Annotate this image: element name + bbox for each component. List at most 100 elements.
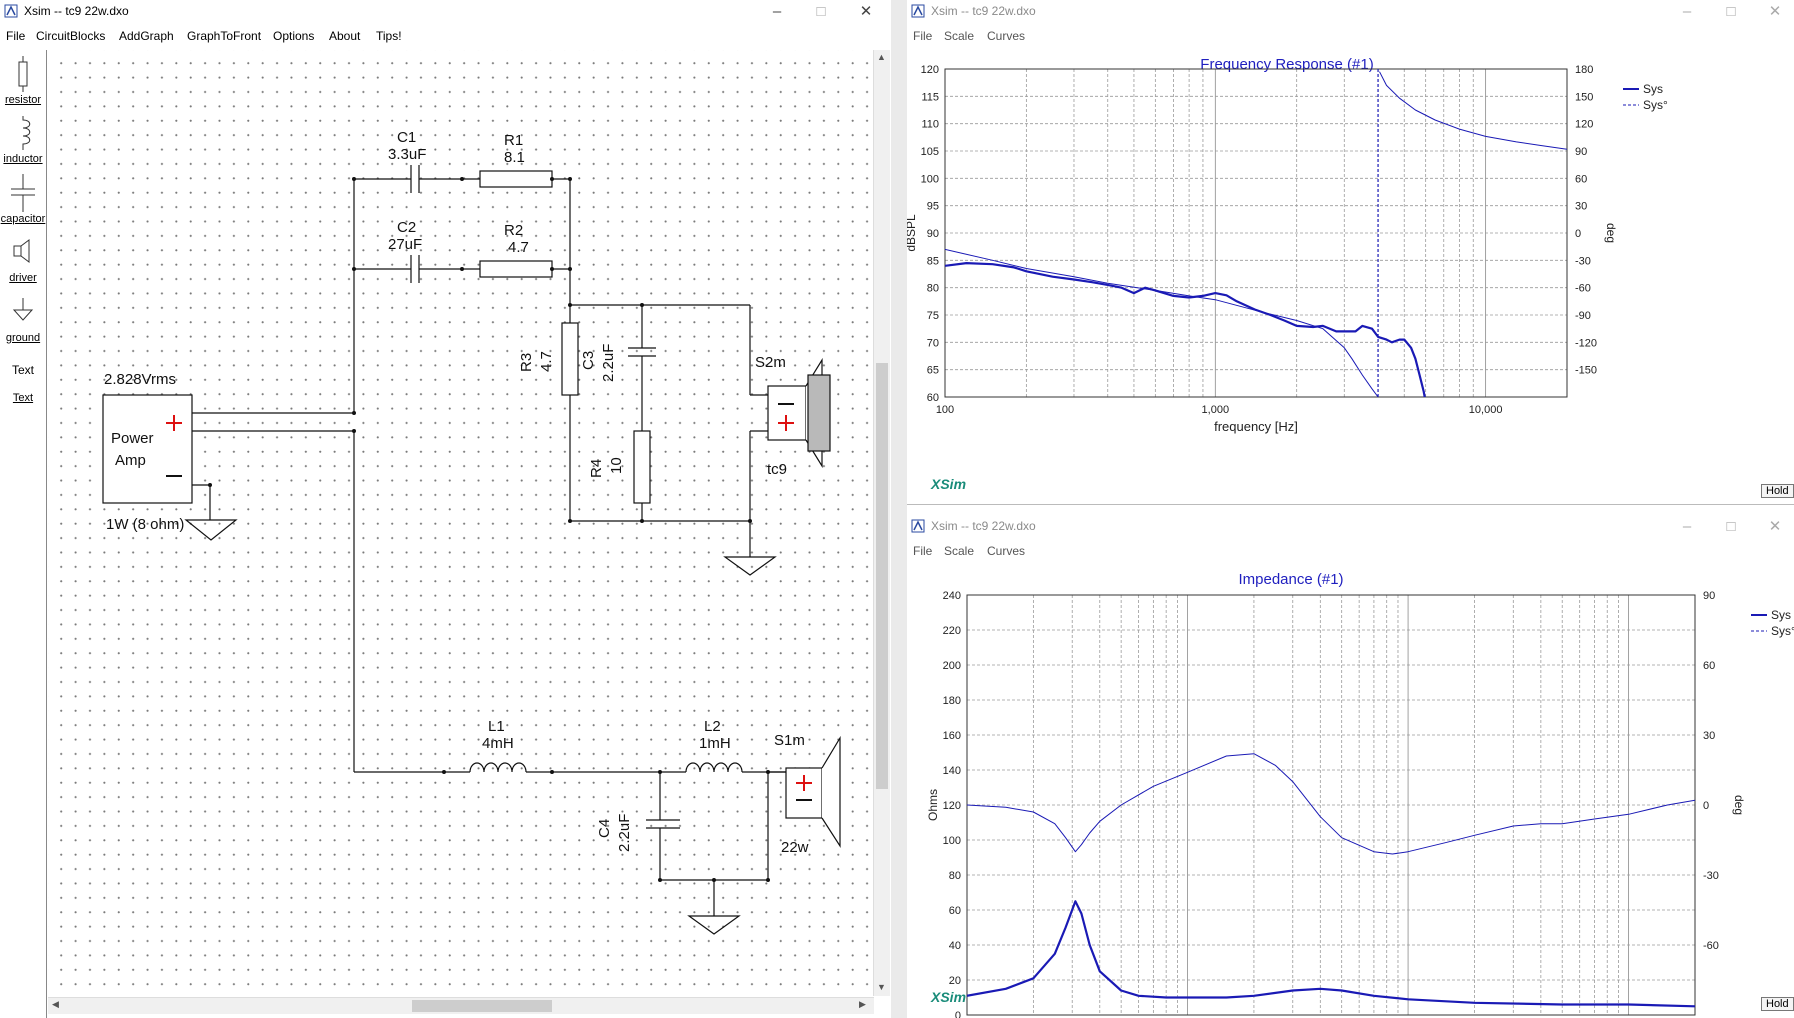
window-title: Xsim -- tc9 22w.dxo (931, 519, 1036, 533)
ground-symbol (723, 556, 777, 576)
frequency-response-chart[interactable]: 6065707580859095100105110115120-150-120-… (907, 46, 1794, 504)
window-gap (891, 0, 907, 1018)
y-tick-label: 200 (943, 660, 961, 672)
minimize-icon[interactable]: – (1682, 3, 1692, 20)
freq-titlebar[interactable]: Xsim -- tc9 22w.dxo – □ ✕ (907, 0, 1794, 24)
ground-symbol (687, 915, 741, 935)
scroll-down-icon[interactable]: ▼ (877, 982, 886, 992)
scroll-left-icon[interactable]: ◀ (52, 999, 59, 1009)
menu-scale[interactable]: Scale (944, 544, 975, 558)
xsim-logo: XSim (931, 476, 967, 492)
ground-symbol (184, 519, 238, 541)
app-logo-icon (911, 519, 925, 533)
x-axis-label: frequency [Hz] (1214, 419, 1298, 434)
hold-button[interactable]: Hold (1761, 997, 1794, 1011)
vertical-scrollbar[interactable]: ▲ ▼ (873, 50, 890, 996)
y2-tick-label: 30 (1703, 730, 1715, 742)
scroll-right-icon[interactable]: ▶ (859, 999, 866, 1009)
capacitor-icon (11, 174, 35, 212)
tool-label: ground (5, 332, 41, 344)
tool-label: resistor (4, 94, 42, 106)
y-tick-label: 120 (921, 64, 939, 76)
menu-file[interactable]: File (913, 544, 933, 558)
minimize-icon[interactable]: – (772, 3, 782, 20)
inductor-icon (22, 116, 31, 150)
menu-scale[interactable]: Scale (944, 29, 975, 43)
c4-value: 2.2uF (616, 814, 633, 852)
menu-options[interactable]: Options (273, 29, 315, 43)
scroll-up-icon[interactable]: ▲ (877, 52, 886, 62)
close-icon[interactable]: ✕ (859, 3, 873, 20)
x-tick-label: 1,000 (1202, 404, 1230, 416)
c2-value: 27uF (388, 236, 422, 253)
minus-marker (166, 403, 812, 801)
component-toolbox: resistor inductor capacitor driver groun… (0, 50, 47, 1018)
c3-value: 2.2uF (600, 344, 617, 382)
y-tick-label: 40 (949, 940, 961, 952)
y-tick-label: 100 (921, 173, 939, 185)
y-tick-label: 85 (927, 255, 939, 267)
schematic-canvas[interactable]: 2.828Vrms Power Amp 1W (8 ohm) C1 3.3uF … (48, 50, 872, 992)
plus-marker (166, 415, 812, 791)
hold-button[interactable]: Hold (1761, 484, 1794, 498)
r4-name: R4 (588, 459, 605, 478)
vertical-scroll-thumb[interactable] (876, 363, 888, 789)
y2-tick-label: 0 (1703, 800, 1709, 812)
menu-file[interactable]: File (913, 29, 933, 43)
horizontal-scroll-thumb[interactable] (412, 1000, 552, 1012)
horizontal-scrollbar[interactable]: ◀ ▶ (48, 997, 874, 1014)
c2-name: C2 (397, 219, 416, 236)
y-axis-label: dBSPL (907, 214, 918, 252)
y2-tick-label: -30 (1575, 255, 1591, 267)
c4-name: C4 (596, 819, 613, 838)
y-tick-label: 60 (949, 905, 961, 917)
plot-frame (944, 68, 1568, 398)
impedance-window: Xsim -- tc9 22w.dxo – □ ✕ File Scale Cur… (907, 515, 1794, 1018)
amp-voltage-label: 2.828Vrms (104, 371, 176, 388)
c3-name: C3 (580, 351, 597, 370)
legend-label: Sys° (1771, 624, 1794, 638)
y-tick-label: 20 (949, 975, 961, 987)
y2-tick-label: 60 (1575, 173, 1587, 185)
schematic-titlebar[interactable]: Xsim -- tc9 22w.dxo – □ ✕ (0, 0, 891, 24)
amp-name-label: Power (111, 430, 154, 447)
c1-name: C1 (397, 129, 416, 146)
maximize-icon[interactable]: □ (816, 3, 826, 20)
y2-tick-label: 90 (1703, 590, 1715, 602)
phase-curve (967, 753, 1695, 855)
menu-curves[interactable]: Curves (987, 29, 1026, 43)
imp-titlebar[interactable]: Xsim -- tc9 22w.dxo – □ ✕ (907, 515, 1794, 539)
close-icon[interactable]: ✕ (1768, 3, 1782, 20)
y2-tick-label: -30 (1703, 870, 1719, 882)
menu-circuitblocks[interactable]: CircuitBlocks (36, 29, 106, 43)
menu-tips[interactable]: Tips! (376, 29, 402, 43)
maximize-icon[interactable]: □ (1726, 518, 1736, 535)
l2-value: 1mH (699, 735, 731, 752)
close-icon[interactable]: ✕ (1768, 518, 1782, 535)
menu-addgraph[interactable]: AddGraph (119, 29, 174, 43)
minimize-icon[interactable]: – (1682, 518, 1692, 535)
r4-body (633, 430, 651, 504)
y2-tick-label: -150 (1575, 365, 1597, 377)
r2-name: R2 (504, 222, 523, 239)
s1m-name: S1m (774, 732, 805, 749)
y2-tick-label: -90 (1575, 310, 1591, 322)
r1-value: 8.1 (504, 149, 525, 166)
y-tick-label: 90 (927, 228, 939, 240)
series-group (967, 753, 1695, 1008)
menu-curves[interactable]: Curves (987, 544, 1026, 558)
menu-file[interactable]: File (6, 29, 26, 43)
maximize-icon[interactable]: □ (1726, 3, 1736, 20)
r3-body (561, 322, 579, 396)
app-logo-icon (911, 4, 925, 18)
y-tick-label: 160 (943, 730, 961, 742)
y-tick-label: 220 (943, 625, 961, 637)
y-tick-label: 75 (927, 310, 939, 322)
amp-name-label: Amp (115, 452, 146, 469)
schematic-window: Xsim -- tc9 22w.dxo – □ ✕ File CircuitBl… (0, 0, 891, 1018)
impedance-chart[interactable]: 020406080100120140160180200220240-60-300… (907, 561, 1794, 1018)
menu-about[interactable]: About (329, 29, 361, 43)
driver-icon (13, 239, 30, 263)
menu-graphtofront[interactable]: GraphToFront (187, 29, 262, 43)
